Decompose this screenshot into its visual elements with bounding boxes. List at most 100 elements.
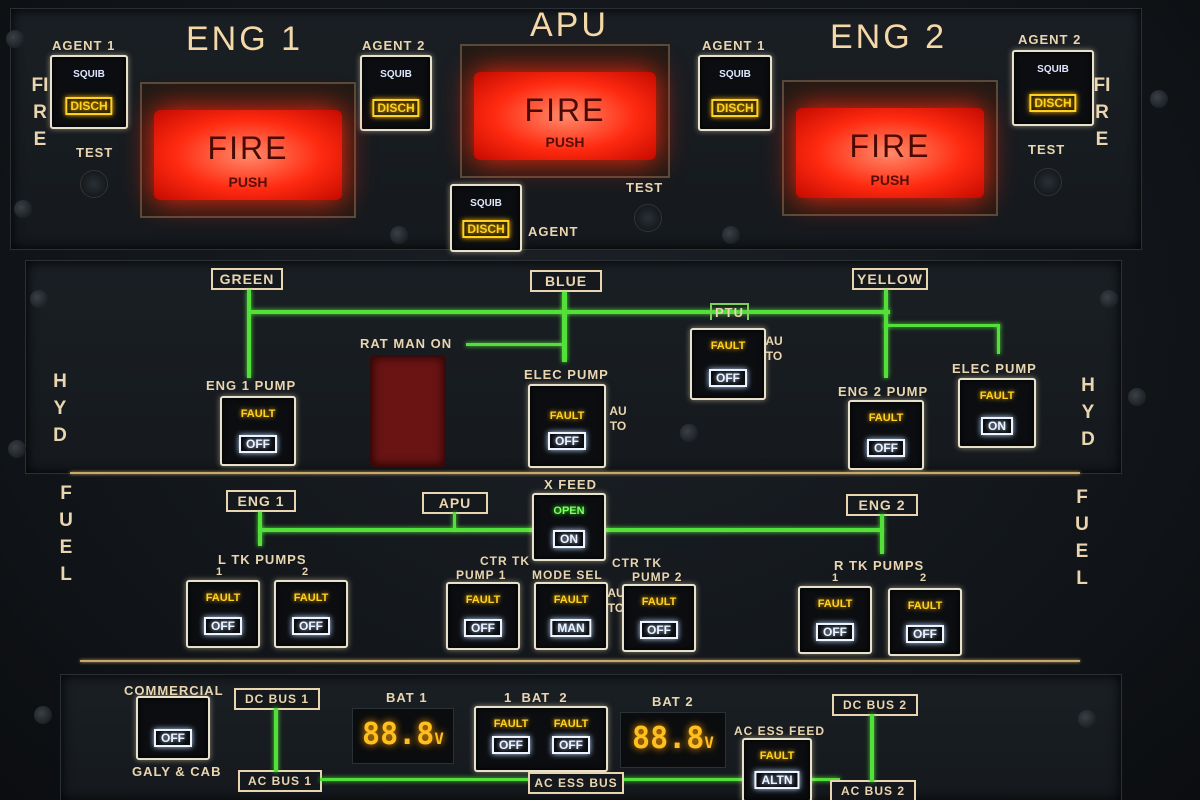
apu-test-label: TEST [626,180,664,195]
l-tk-pump2-number: 2 [302,566,310,578]
eng2-fire-pushbutton[interactable]: FIRE PUSH [782,80,998,216]
screw [1128,388,1146,406]
apu-fire-pushbutton[interactable]: FIRE PUSH [460,44,670,178]
eng1-agent2-label: AGENT 2 [362,38,426,53]
fuel-apu-riser [453,512,456,530]
fuel-side-label-left: FUEL [59,483,73,585]
yellow-system-label: YELLOW [852,268,928,290]
rat-man-on-guarded-button[interactable] [370,355,446,467]
blue-elec-pump-label: ELEC PUMP [524,367,609,382]
hyd-side-label-left: HYD [53,371,67,446]
r-tk-pump2-number: 2 [920,572,928,584]
mode-sel-pushbutton[interactable]: FAULT MAN [534,582,608,650]
commercial-label: COMMERCIAL [124,683,224,698]
bat2-volt-unit: V [704,733,714,752]
mode-sel-auto-label: AUTO [607,586,625,615]
dc-bus-1-label: DC BUS 1 [234,688,320,710]
yellow-elec-line [884,324,1000,327]
l-tk-pumps-label: L TK PUMPS [218,552,307,567]
ac-ess-feed-pushbutton[interactable]: FAULT ALTN [742,738,812,800]
bat2-voltage-display: 88.8V [620,712,726,768]
apu-agent-squib-disch-button[interactable]: SQUIB DISCH [450,184,522,252]
yellow-elec-drop [997,324,1000,354]
hyd-side-label-right: HYD [1081,375,1095,450]
x-feed-label: X FEED [544,477,597,492]
fuel-eng1-riser [258,512,262,546]
ac-bus-2-label: AC BUS 2 [830,780,916,800]
apu-agent-label: AGENT [528,224,579,239]
eng1-pump-label: ENG 1 PUMP [206,378,297,393]
blue-riser-line [562,292,567,362]
eng2-pump-label: ENG 2 PUMP [838,384,929,399]
fuel-eng1-label: ENG 1 [226,490,296,512]
ptu-pushbutton[interactable]: FAULT OFF [690,328,766,400]
yellow-riser-line [884,290,888,378]
eng1-agent1-squib-disch-button[interactable]: SQUIB DISCH [50,55,128,129]
ctr-tk-pump1-label-top: CTR TK [480,554,530,568]
r-tk-pump2-pushbutton[interactable]: FAULT OFF [888,588,962,656]
screw [1078,710,1096,728]
bat1-voltage-display: 88.8V [352,708,454,764]
eng1-test-button[interactable] [80,170,108,198]
eng2-test-label: TEST [1028,142,1066,157]
screw [722,226,740,244]
ctr-tk-pump1-pushbutton[interactable]: FAULT OFF [446,582,520,650]
l-tk-pump2-pushbutton[interactable]: FAULT OFF [274,580,348,648]
green-riser-line [247,290,251,378]
screw [14,200,32,218]
screw [390,226,408,244]
yellow-elec-pump-pushbutton[interactable]: FAULT ON [958,378,1036,448]
l-tk-pump1-pushbutton[interactable]: FAULT OFF [186,580,260,648]
r-tk-pump1-number: 1 [832,572,840,584]
fuel-eng2-label: ENG 2 [846,494,918,516]
ac-ess-bus-label: AC ESS BUS [528,772,624,794]
commercial-pushbutton[interactable]: OFF [136,696,210,760]
dc-bus-2-line [870,714,874,782]
ctr-tk-pump2-label-top: CTR TK [612,556,662,570]
screw [1150,90,1168,108]
eng1-agent2-squib-disch-button[interactable]: SQUIB DISCH [360,55,432,131]
yellow-elec-pump-label: ELEC PUMP [952,361,1037,376]
eng2-agent2-squib-disch-button[interactable]: SQUIB DISCH [1012,50,1094,126]
green-system-label: GREEN [211,268,283,290]
bat1-pushbutton[interactable]: FAULT OFF [484,712,538,762]
fuel-apu-label: APU [422,492,488,514]
eng1-agent1-label: AGENT 1 [52,38,116,53]
ctr-tk-pump2-pushbutton[interactable]: FAULT OFF [622,584,696,652]
fire-side-label-right: FIRE [1093,75,1111,150]
bat1-voltage-value: 88.8 [362,717,435,752]
dc-bus-2-label: DC BUS 2 [832,694,918,716]
eng1-fire-pushbutton[interactable]: FIRE PUSH [140,82,356,218]
mode-sel-label: MODE SEL [532,568,603,582]
eng2-agent1-squib-disch-button[interactable]: SQUIB DISCH [698,55,772,131]
blue-elec-pump-pushbutton[interactable]: FAULT OFF [528,384,606,468]
apu-fire-title: APU [530,6,609,44]
eng2-agent1-label: AGENT 1 [702,38,766,53]
r-tk-pumps-label: R TK PUMPS [834,558,925,573]
eng2-test-button[interactable] [1034,168,1062,196]
r-tk-pump1-pushbutton[interactable]: FAULT OFF [798,586,872,654]
bat2-label: BAT 2 [652,694,694,709]
screw [30,290,48,308]
screw [6,30,24,48]
x-feed-pushbutton[interactable]: OPEN ON [532,493,606,561]
dc-bus-1-line [274,708,278,772]
eng2-pump-pushbutton[interactable]: FAULT OFF [848,400,924,470]
rat-man-on-label: RAT MAN ON [360,336,453,351]
apu-test-button[interactable] [634,204,662,232]
blue-elec-pump-auto-label: AUTO [609,404,627,433]
bat2-pushbutton[interactable]: FAULT OFF [544,712,598,762]
screw [8,440,26,458]
screw [1100,290,1118,308]
eng2-agent2-label: AGENT 2 [1018,32,1082,47]
ac-bus-1-label: AC BUS 1 [238,770,322,792]
fuel-elec-divider [80,660,1080,662]
eng1-pump-pushbutton[interactable]: FAULT OFF [220,396,296,466]
l-tk-pump1-number: 1 [216,566,224,578]
eng1-test-label: TEST [76,145,114,160]
galy-cab-label: GALY & CAB [132,764,222,779]
fuel-eng2-riser [880,514,884,554]
bat1-label: BAT 1 [386,690,428,705]
fire-side-label-left: FIRE [31,75,49,150]
ac-ess-feed-label: AC ESS FEED [734,724,826,738]
